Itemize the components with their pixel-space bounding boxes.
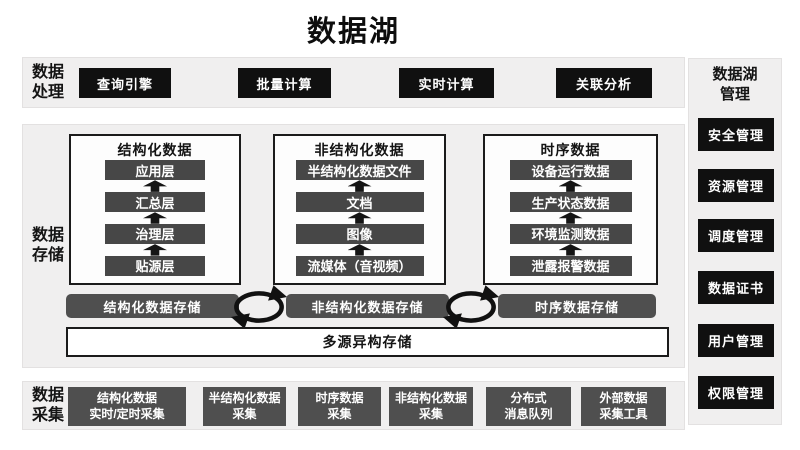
layer-box: 设备运行数据 <box>509 160 632 181</box>
up-arrow-icon <box>558 180 583 192</box>
layer-box: 汇总层 <box>105 191 205 213</box>
up-arrow-icon <box>143 212 167 224</box>
management-sidebar-title: 数据湖 管理 <box>712 66 758 103</box>
storage-bar-unstructured: 非结构化数据存储 <box>286 294 449 318</box>
management-item-permission: 权限管理 <box>698 376 774 409</box>
collection-item-message-queue: 分布式 消息队列 <box>486 387 571 426</box>
management-item-security: 安全管理 <box>698 118 774 151</box>
layer-box: 环境监测数据 <box>509 223 632 245</box>
panel-structured-data: 结构化数据 应用层 汇总层 治理层 贴源层 <box>69 134 241 285</box>
up-arrow-icon <box>347 212 372 224</box>
collection-section: 数据 采集 结构化数据 实时/定时采集 半结构化数据 采集 时序数据 采集 非结… <box>22 381 685 430</box>
up-arrow-icon <box>558 212 583 224</box>
layer-box: 治理层 <box>105 223 205 245</box>
layer-box: 贴源层 <box>105 255 205 276</box>
collection-item-unstructured: 非结构化数据 采集 <box>389 387 473 426</box>
exchange-arrows-icon <box>230 285 288 329</box>
collection-item-structured: 结构化数据 实时/定时采集 <box>68 387 186 426</box>
management-item-scheduling: 调度管理 <box>698 219 774 252</box>
up-arrow-icon <box>347 244 372 256</box>
management-item-certificate: 数据证书 <box>698 271 774 304</box>
layer-box: 流媒体（音视频） <box>295 255 424 276</box>
panel-timeseries-data: 时序数据 设备运行数据 生产状态数据 环境监测数据 泄露报警数据 <box>483 134 658 285</box>
processing-item-batch-compute: 批量计算 <box>238 68 331 98</box>
layer-box: 应用层 <box>105 160 205 181</box>
processing-item-realtime-compute: 实时计算 <box>399 68 494 98</box>
layer-box: 生产状态数据 <box>509 191 632 213</box>
exchange-arrows-icon <box>442 285 500 329</box>
storage-section-label: 数据 存储 <box>32 227 65 264</box>
layer-box: 泄露报警数据 <box>509 255 632 276</box>
management-sidebar: 数据湖 管理 安全管理 资源管理 调度管理 数据证书 用户管理 权限管理 <box>688 58 782 425</box>
collection-item-external-tools: 外部数据 采集工具 <box>581 387 666 426</box>
processing-item-correlation-analysis: 关联分析 <box>556 68 652 98</box>
layer-box: 图像 <box>295 223 424 245</box>
panel-unstructured-data: 非结构化数据 半结构化数据文件 文档 图像 流媒体（音视频） <box>273 134 446 285</box>
up-arrow-icon <box>347 180 372 192</box>
up-arrow-icon <box>143 244 167 256</box>
management-item-resource: 资源管理 <box>698 169 774 202</box>
processing-item-query-engine: 查询引擎 <box>79 68 171 98</box>
panel-title: 结构化数据 <box>117 142 193 158</box>
storage-section: 数据 存储 结构化数据 应用层 汇总层 治理层 贴源层 非结构化数据 半结构化数… <box>22 124 685 368</box>
processing-section-label: 数据 处理 <box>32 63 65 101</box>
storage-bar-structured: 结构化数据存储 <box>66 294 239 318</box>
page-title: 数据湖 <box>306 16 400 48</box>
up-arrow-icon <box>143 180 167 192</box>
layer-box: 半结构化数据文件 <box>295 160 424 181</box>
layer-box: 文档 <box>295 191 424 213</box>
management-item-user: 用户管理 <box>698 324 774 357</box>
panel-title: 时序数据 <box>540 142 601 158</box>
up-arrow-icon <box>558 244 583 256</box>
multisource-heterogeneous-storage-bar: 多源异构存储 <box>66 327 669 357</box>
collection-item-timeseries: 时序数据 采集 <box>298 387 381 426</box>
processing-section: 数据 处理 查询引擎 批量计算 实时计算 关联分析 <box>22 57 685 108</box>
panel-title: 非结构化数据 <box>314 142 405 158</box>
collection-section-label: 数据 采集 <box>32 386 65 424</box>
storage-bar-timeseries: 时序数据存储 <box>498 294 656 318</box>
collection-item-semistructured: 半结构化数据 采集 <box>203 387 286 426</box>
